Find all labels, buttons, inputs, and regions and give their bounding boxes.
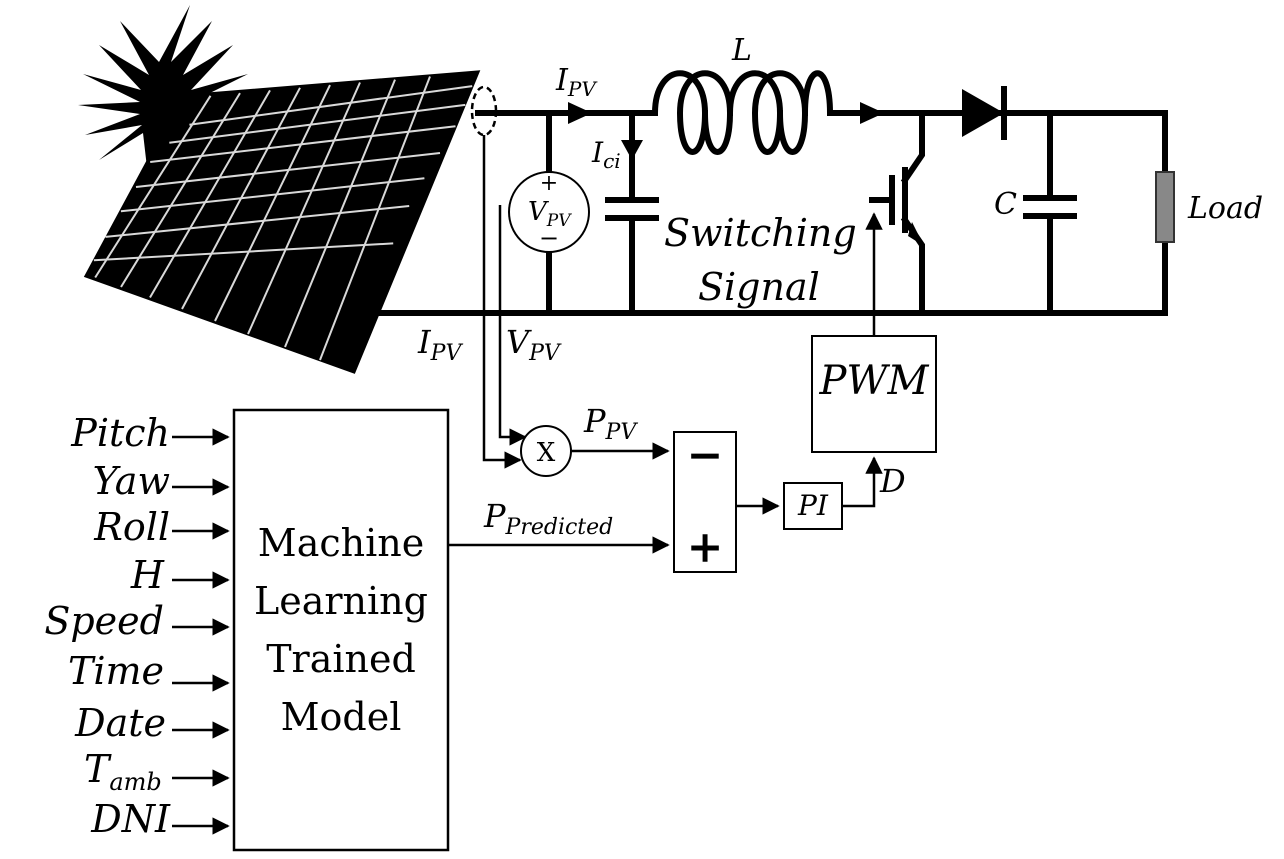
sun-icon [78,5,255,200]
summer-plus: + [687,522,724,573]
capacitor-label: C [994,187,1017,222]
svg-text:Pitch: Pitch [70,411,170,455]
ipv-meas-label: IPV [417,323,463,366]
svg-text:DNI: DNI [90,797,171,841]
model-line-2: Learning [254,579,428,623]
pwm-label: PWM [819,358,930,404]
diode [962,89,1004,137]
switching-signal-line2: Signal [698,265,820,309]
duty-label: D [879,462,906,500]
inductor [651,70,834,155]
arrow-ipv-icon [568,102,592,124]
load-label: Load [1187,191,1263,226]
model-inputs: Pitch Yaw Roll H Speed Time Date Tamb [44,411,230,841]
input-date: Date [74,701,230,745]
meter-minus: − [539,224,559,252]
svg-text:H: H [130,553,165,597]
pi-controller [783,482,843,530]
ml-model-block [232,408,450,852]
input-dni: DNI [90,797,230,841]
input-speed: Speed [44,599,230,643]
arrow-ici-icon [621,140,643,160]
pi-label: PI [797,489,829,522]
load-resistor [1155,171,1175,243]
svg-text:Date: Date [74,701,166,745]
svg-text:Speed: Speed [44,599,164,643]
input-time: Time [68,649,230,693]
multiplier-symbol: X [537,438,556,468]
svg-text:Yaw: Yaw [93,459,170,503]
input-h: H [130,553,230,597]
meter-plus: + [540,171,558,196]
measurement-lines [482,135,527,469]
switching-signal-line1: Switching [664,211,857,255]
ipv-top-label: IPV [555,63,598,101]
model-line-1: Machine [258,521,424,565]
inductor-label: L [731,33,752,68]
voltmeter [508,171,590,253]
svg-text:Roll: Roll [93,505,170,549]
vpv-meas-label: VPV [506,323,562,366]
summing-block [673,431,737,573]
ici-label: Ici [591,136,621,173]
ppv-label: PPV [583,402,638,445]
model-line-3: Trained [266,637,416,681]
input-yaw: Yaw [93,459,230,503]
input-tamb: Tamb [84,747,230,796]
svg-text:Tamb: Tamb [84,747,162,796]
model-line-4: Model [281,695,402,739]
svg-text:Time: Time [68,649,164,693]
meter-v-label: VPV [528,197,572,231]
ppredicted-label: PPredicted [483,497,613,540]
solar-panel [83,70,481,374]
input-pitch: Pitch [70,411,230,455]
arrow-il-icon [860,102,884,124]
input-roll: Roll [93,505,230,549]
summer-minus: − [687,430,724,481]
power-circuit [369,70,1175,316]
